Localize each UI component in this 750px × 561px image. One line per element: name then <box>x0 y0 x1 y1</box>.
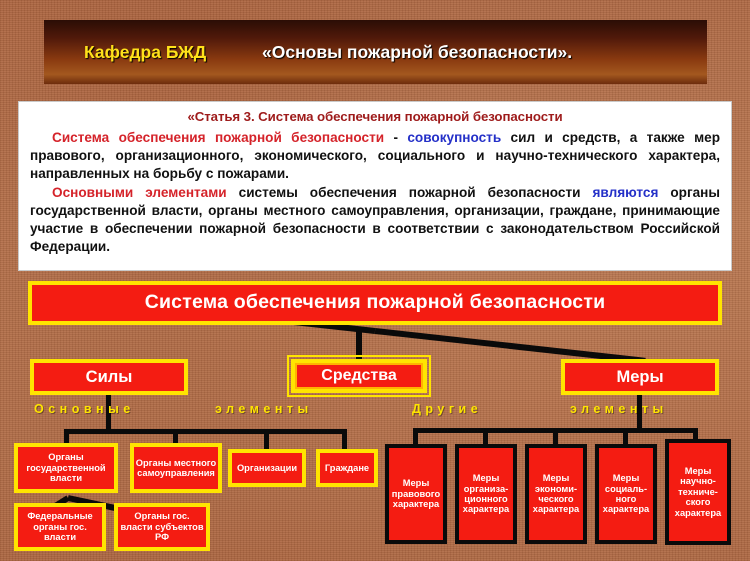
paragraph-2-keyword: являются <box>592 184 659 200</box>
node-root-system[interactable]: Система обеспечения пожарной безопасност… <box>28 281 722 325</box>
article-heading: «Статья 3. Система обеспечения пожарной … <box>187 109 563 124</box>
group-label-main: Основные <box>34 402 135 416</box>
article-paragraph-1: Система обеспечения пожарной безопасност… <box>30 129 720 183</box>
connector-bus-to-gos <box>64 429 69 445</box>
paragraph-2-mid: системы обеспечения пожарной безопасност… <box>226 184 593 200</box>
node-measures[interactable]: Меры <box>561 359 719 395</box>
group-label-other: Другие <box>412 402 483 416</box>
node-regional-state-bodies[interactable]: Органы гос. власти субъектов РФ <box>114 503 210 551</box>
connector-bus-to-grazh <box>342 429 347 451</box>
connector-forces-stem <box>106 395 111 433</box>
paragraph-1-term: Система обеспечения пожарной безопасност… <box>52 130 385 145</box>
connector-measures-stem <box>637 395 642 433</box>
connector-root-to-sredstva <box>356 327 362 361</box>
node-state-authorities[interactable]: Органы государственной власти <box>14 443 118 493</box>
node-legal-measures[interactable]: Меры правового характера <box>385 444 447 544</box>
connector-bus-to-m5 <box>693 428 698 441</box>
header-title-label: «Основы пожарной безопасности». <box>262 41 573 62</box>
node-economic-measures[interactable]: Меры экономи-ческого характера <box>525 444 587 544</box>
group-label-elements-right: элементы <box>570 402 668 416</box>
connector-bus-to-org <box>264 429 269 451</box>
node-social-measures[interactable]: Меры социаль-ного характера <box>595 444 657 544</box>
paragraph-2-body: органы государственной власти, органы ме… <box>30 184 720 254</box>
node-citizens[interactable]: Граждане <box>316 449 378 487</box>
node-federal-state-bodies[interactable]: Федеральные органы гос. власти <box>14 503 106 551</box>
paragraph-1-keyword: совокупность <box>407 130 502 145</box>
node-organizations[interactable]: Организации <box>228 449 306 487</box>
header-bar: Кафедра БЖД «Основы пожарной безопасност… <box>44 20 707 84</box>
header-department-label: Кафедра БЖД <box>84 41 207 62</box>
node-means[interactable]: Средства <box>287 355 431 397</box>
article-text-panel: «Статья 3. Система обеспечения пожарной … <box>18 101 732 271</box>
node-forces[interactable]: Силы <box>30 359 188 395</box>
connector-bus-to-m3 <box>553 428 558 446</box>
node-scientific-technical-measures[interactable]: Меры научно-техниче-ского характера <box>665 439 731 545</box>
paragraph-1-body: сил и средств, а также мер правового, ор… <box>30 130 720 181</box>
connector-forces-bus <box>64 429 347 434</box>
connector-bus-to-m4 <box>623 428 628 446</box>
fire-safety-system-diagram: Система обеспечения пожарной безопасност… <box>0 271 750 561</box>
paragraph-2-term: Основными элементами <box>52 184 227 200</box>
article-paragraph-2: Основными элементами системы обеспечения… <box>30 184 720 256</box>
connector-bus-to-m1 <box>413 428 418 446</box>
connector-bus-to-mest <box>173 429 178 445</box>
connector-bus-to-m2 <box>483 428 488 446</box>
node-local-self-government[interactable]: Органы местного самоуправления <box>130 443 222 493</box>
node-organizational-measures[interactable]: Меры организа-ционного характера <box>455 444 517 544</box>
group-label-elements-left: элементы <box>215 402 313 416</box>
paragraph-1-dash: - <box>384 130 408 145</box>
